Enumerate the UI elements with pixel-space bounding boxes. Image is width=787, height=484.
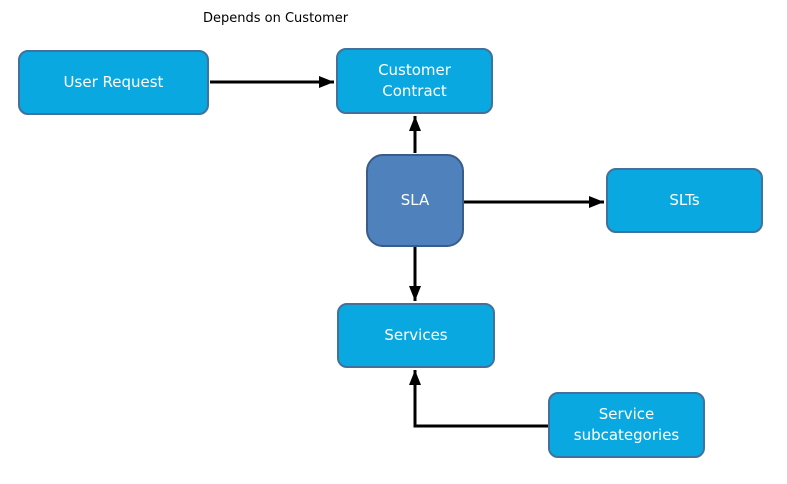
node-slts-label: SLTs <box>669 191 700 209</box>
node-service-subcategories-label: Service subcategories <box>573 405 680 444</box>
edge-annotation-depends-on-customer: Depends on Customer <box>203 11 349 26</box>
node-slts: SLTs <box>606 168 763 233</box>
edge-service-subcategories-to-services <box>409 370 548 428</box>
node-services: Services <box>337 303 495 368</box>
node-customer-contract-label: Customer Contract <box>378 61 451 100</box>
node-sla: SLA <box>366 154 464 247</box>
node-service-subcategories: Service subcategories <box>548 392 705 458</box>
node-user-request: User Request <box>18 50 209 115</box>
node-sla-label: SLA <box>400 191 430 209</box>
node-customer-contract: Customer Contract <box>336 48 493 114</box>
node-user-request-label: User Request <box>63 73 164 91</box>
node-services-label: Services <box>384 326 448 344</box>
